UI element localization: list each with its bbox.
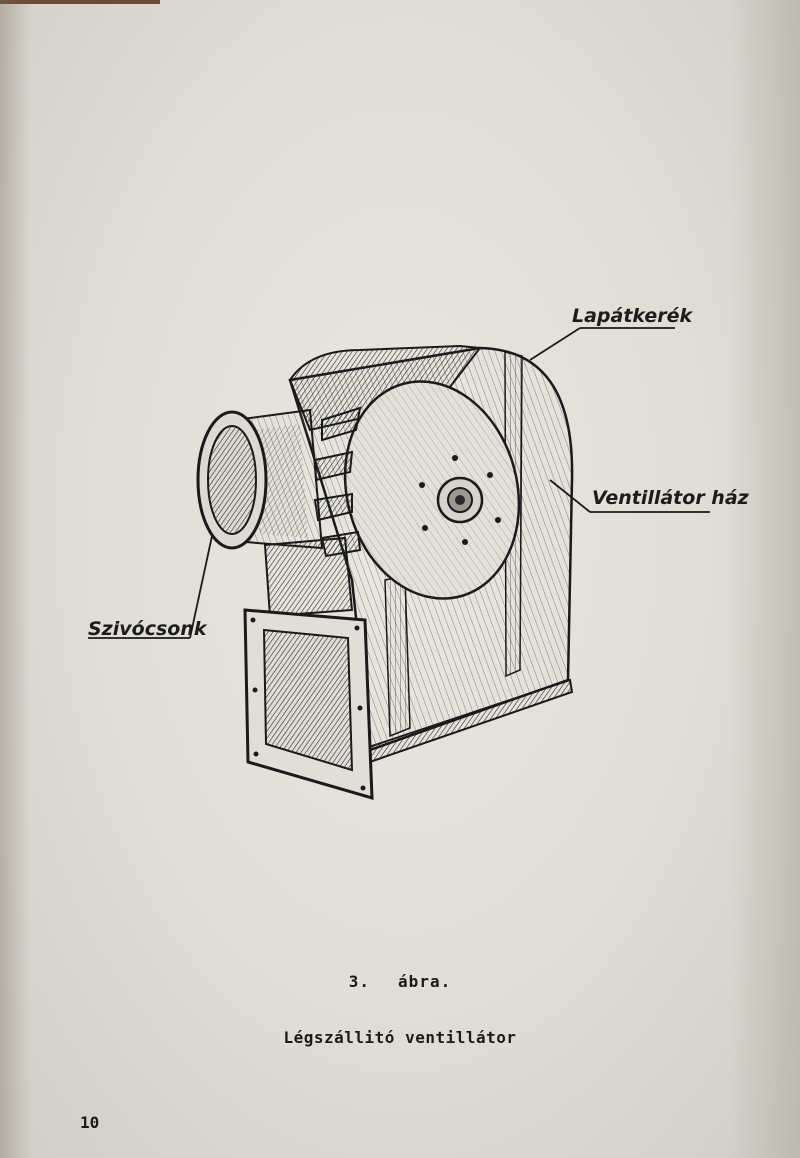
page-number: 10	[80, 1113, 100, 1132]
figure-caption: Légszállitó ventillátor	[283, 1028, 517, 1047]
fan-illustration	[60, 280, 740, 820]
label-inlet: Szivócsonk	[88, 618, 207, 640]
figure-number: 3. ábra.	[0, 972, 800, 991]
figure-word: ábra.	[398, 972, 452, 991]
page-edge-shadow	[730, 0, 800, 1158]
figure-number-value: 3.	[348, 972, 371, 991]
book-cover-edge	[0, 0, 160, 4]
label-fan-housing: Ventillátor ház	[592, 487, 749, 509]
fan-drawing	[88, 327, 710, 801]
page-gutter-shadow	[0, 0, 30, 1158]
label-impeller: Lapátkerék	[572, 305, 693, 327]
